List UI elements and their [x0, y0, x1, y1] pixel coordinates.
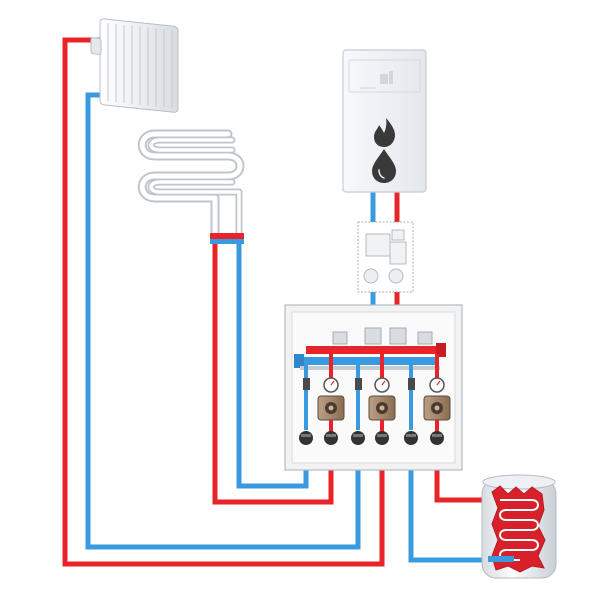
radiator-return-pipe [85, 92, 361, 550]
valve-icon [351, 431, 365, 445]
radiator-supply-pipe [62, 37, 385, 567]
water-drop-icon [372, 149, 396, 183]
flame-icon [374, 118, 396, 147]
circulation-pump-icon [368, 395, 396, 421]
pipe-network [62, 37, 488, 567]
radiator-icon [90, 18, 179, 113]
gas-boiler-icon [342, 49, 427, 193]
valve-icon [375, 431, 389, 445]
hot-water-tank-icon [481, 474, 557, 579]
circulation-pump-icon [423, 395, 451, 421]
manifold-icon [284, 304, 463, 471]
circulation-pump-icon [317, 395, 345, 421]
valve-icon [324, 431, 338, 445]
gauge-group [303, 377, 445, 393]
floor-supply-pipe [212, 238, 334, 505]
floor-heating-coil-icon [137, 129, 245, 244]
valve-icon [404, 431, 418, 445]
tank-return-pipe [408, 446, 488, 563]
valve-icon [430, 431, 444, 445]
valve-icon [299, 431, 313, 445]
hydraulic-separator-icon [357, 221, 414, 293]
